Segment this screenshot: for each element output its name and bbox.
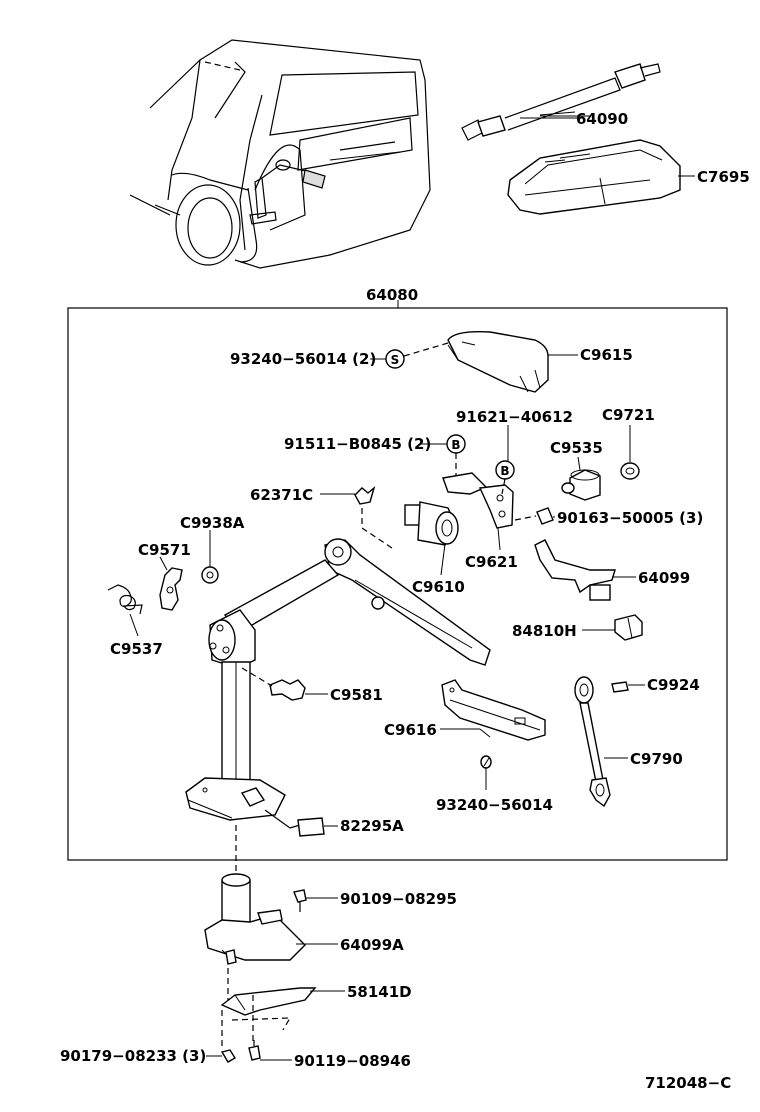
label-84810h: 84810H xyxy=(512,622,577,640)
part-90119-bolt xyxy=(248,1040,261,1061)
part-62371c-clip xyxy=(354,486,393,549)
label-c9924: C9924 xyxy=(647,676,700,694)
part-c9610-knob xyxy=(404,501,459,546)
label-91621-40612: 91621−40612 xyxy=(456,408,573,426)
part-c9581-knob xyxy=(241,667,306,701)
label-c9938a: C9938A xyxy=(180,514,245,532)
vehicle-rear-illustration xyxy=(129,39,431,269)
part-c9616-bracket xyxy=(441,679,546,741)
label-64099: 64099 xyxy=(638,569,690,587)
part-c9721-bushing xyxy=(620,462,640,480)
label-c7695: C7695 xyxy=(697,168,750,186)
part-93240-screw xyxy=(480,755,492,769)
part-c9938a-bushing xyxy=(201,566,219,584)
part-c9790-handle xyxy=(574,676,611,808)
part-c9537-spring xyxy=(107,584,143,615)
symbol-b2: B xyxy=(500,464,509,478)
leader-lines xyxy=(129,117,695,1061)
part-c7695-tray xyxy=(507,139,681,215)
part-90109-bolt xyxy=(293,889,307,912)
label-c9537: C9537 xyxy=(110,640,163,658)
part-84810h-switch xyxy=(614,614,643,641)
label-c9615: C9615 xyxy=(580,346,633,364)
symbol-s: S xyxy=(391,353,400,367)
label-93240-56014-2: 93240−56014 (2) xyxy=(230,350,376,368)
part-82295a-connector xyxy=(264,809,325,837)
label-58141d: 58141D xyxy=(347,983,412,1001)
label-64080: 64080 xyxy=(366,286,418,304)
label-c9790: C9790 xyxy=(630,750,683,768)
label-91511-b0845-2: 91511−B0845 (2) xyxy=(284,435,431,453)
part-90163-bolt xyxy=(514,507,554,525)
jack-assembly xyxy=(185,538,491,821)
part-c9535-knob xyxy=(561,469,601,501)
part-64099a-mount xyxy=(204,873,306,965)
diagram-code: 712048−C xyxy=(645,1074,731,1092)
part-c9571-latch xyxy=(159,567,183,611)
label-62371c: 62371C xyxy=(250,486,313,504)
label-c9610: C9610 xyxy=(412,578,465,596)
part-64090-strap xyxy=(461,63,661,141)
part-bracket-c9621 xyxy=(442,472,514,529)
label-90109-08295: 90109−08295 xyxy=(340,890,457,908)
part-58141d-plate xyxy=(220,968,317,1050)
label-64090: 64090 xyxy=(576,110,628,128)
label-c9581: C9581 xyxy=(330,686,383,704)
symbol-b1: B xyxy=(451,438,460,452)
label-93240-56014: 93240−56014 xyxy=(436,796,553,814)
label-c9571: C9571 xyxy=(138,541,191,559)
label-c9616: C9616 xyxy=(384,721,437,739)
label-90163-50005-3: 90163−50005 (3) xyxy=(557,509,703,527)
label-82295a: 82295A xyxy=(340,817,404,835)
part-64099-bracket xyxy=(534,539,616,601)
label-c9535: C9535 xyxy=(550,439,603,457)
label-c9721: C9721 xyxy=(602,406,655,424)
label-c9621: C9621 xyxy=(465,553,518,571)
label-90179-08233-3: 90179−08233 (3) xyxy=(60,1047,206,1065)
part-90179-nut xyxy=(220,1049,236,1063)
label-90119-08946: 90119−08946 xyxy=(294,1052,411,1070)
part-c9615-cover xyxy=(447,330,549,393)
part-c9924-pin xyxy=(611,681,629,693)
label-64099a: 64099A xyxy=(340,936,404,954)
